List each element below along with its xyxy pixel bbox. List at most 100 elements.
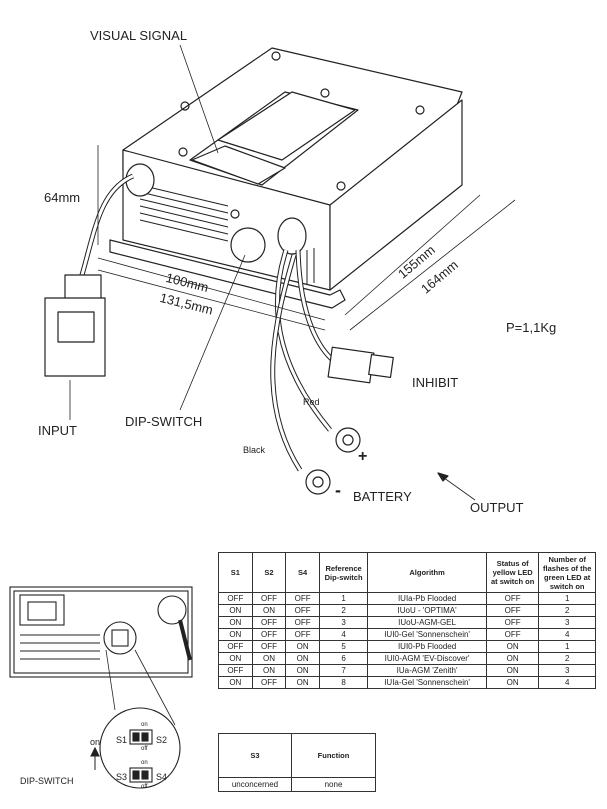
- visual-signal-label: VISUAL SIGNAL: [90, 28, 188, 43]
- screw: [180, 101, 190, 111]
- minus-label: -: [335, 480, 341, 500]
- dip-switch-zoom: [99, 707, 181, 789]
- output-leader: [439, 474, 476, 501]
- s1s2-on-label: on: [141, 722, 148, 728]
- s4-label: S4: [156, 772, 168, 782]
- cell: ON: [285, 676, 320, 689]
- dim-length: [344, 194, 481, 316]
- col-header: Function: [291, 733, 376, 778]
- col-header: S1: [218, 552, 253, 593]
- inhibit-label: INHIBIT: [412, 375, 459, 390]
- cell: ON: [485, 640, 540, 653]
- table-row: ON ON OFF 2 IUoU - 'OPTIMA' OFF 2: [218, 604, 596, 617]
- cell: ON: [218, 604, 253, 617]
- front-vents: [139, 184, 229, 242]
- cell: none: [291, 777, 376, 792]
- cell: IUI0-Gel 'Sonnenschein': [367, 628, 487, 641]
- table-row: unconcerned none: [218, 777, 376, 792]
- cell: OFF: [285, 616, 320, 629]
- cell: 2: [318, 604, 369, 617]
- s3s4-off-label: off: [141, 784, 148, 790]
- front-view-gland: [157, 595, 187, 625]
- cell: 1: [538, 592, 596, 605]
- algorithm-table: S1 S2 S4 Reference Dip-switch Algorithm …: [218, 552, 596, 689]
- s3-function-table: S3 Function unconcerned none: [218, 733, 376, 792]
- cell: ON: [218, 676, 253, 689]
- cell: IUIa-Gel 'Sonnenschein': [367, 676, 487, 689]
- table-row: ON OFF ON 8 IUIa-Gel 'Sonnenschein' ON 4: [218, 676, 596, 689]
- cell: OFF: [218, 664, 253, 677]
- cell: 5: [318, 640, 369, 653]
- dip-switch-port: [230, 227, 266, 263]
- cell: OFF: [285, 628, 320, 641]
- visual-signal-leader: [179, 44, 219, 154]
- dip-switch-label-2: DIP-SWITCH: [20, 776, 74, 786]
- table-row: OFF OFF ON 5 IUI0-Pb Flooded ON 1: [218, 640, 596, 653]
- battery-label: BATTERY: [353, 489, 412, 504]
- cell: OFF: [485, 604, 540, 617]
- col-header: Algorithm: [367, 552, 487, 593]
- dip-switch-label: DIP-SWITCH: [125, 414, 203, 429]
- col-header: Number of flashes of the green LED at sw…: [538, 552, 596, 593]
- cell: ON: [218, 652, 253, 665]
- cell: OFF: [285, 592, 320, 605]
- inhibit-connector: [327, 346, 375, 384]
- weight-label: P=1,1Kg: [506, 320, 557, 335]
- cell: OFF: [485, 628, 540, 641]
- screw: [230, 209, 240, 219]
- cell: ON: [251, 652, 287, 665]
- cell: 4: [538, 676, 596, 689]
- s1-label: S1: [116, 735, 128, 745]
- cell: OFF: [251, 616, 287, 629]
- cell: OFF: [251, 676, 287, 689]
- cell: ON: [251, 664, 287, 677]
- led-panel: [191, 145, 286, 185]
- cell: IUa-AGM 'Zenith': [367, 664, 487, 677]
- cell: ON: [285, 652, 320, 665]
- cell: ON: [218, 628, 253, 641]
- col-header: S2: [251, 552, 287, 593]
- front-view-vents: [20, 634, 100, 660]
- cell: ON: [485, 676, 540, 689]
- cell: 3: [318, 616, 369, 629]
- col-header: Reference Dip-switch: [318, 552, 369, 593]
- charger-side-face: [329, 99, 463, 291]
- cell: ON: [485, 652, 540, 665]
- front-view-dip-port: [103, 621, 137, 655]
- plus-label: +: [358, 448, 368, 465]
- front-view-iec-socket: [19, 594, 65, 626]
- display-screen: [217, 91, 356, 161]
- cell: ON: [251, 604, 287, 617]
- screw: [271, 51, 281, 61]
- cell: 1: [538, 640, 596, 653]
- cell: OFF: [218, 640, 253, 653]
- cell: ON: [485, 664, 540, 677]
- cell: IUI0-Pb Flooded: [367, 640, 487, 653]
- table-row: OFF OFF OFF 1 IUIa-Pb Flooded OFF 1: [218, 592, 596, 605]
- cell: 6: [318, 652, 369, 665]
- cell: IUoU-AGM-GEL: [367, 616, 487, 629]
- table-row: ON ON ON 6 IUI0-AGM 'EV-Discover' ON 2: [218, 652, 596, 665]
- cell: 1: [318, 592, 369, 605]
- cell: unconcerned: [218, 777, 292, 792]
- cell: IUI0-AGM 'EV-Discover': [367, 652, 487, 665]
- cell: OFF: [251, 628, 287, 641]
- input-label: INPUT: [38, 423, 77, 438]
- table-row: OFF ON ON 7 IUa-AGM 'Zenith' ON 3: [218, 664, 596, 677]
- cell: OFF: [251, 592, 287, 605]
- output-label: OUTPUT: [470, 500, 524, 515]
- table-header-row: S3 Function: [218, 733, 376, 778]
- red-ring-terminal: [335, 427, 361, 453]
- s1s2-off-label: off: [141, 746, 148, 752]
- col-header: S3: [218, 733, 292, 778]
- cell: IUoU - 'OPTIMA': [367, 604, 487, 617]
- iec-plug-sleeve: [64, 274, 102, 301]
- cell: 2: [538, 604, 596, 617]
- col-header: Status of yellow LED at switch on: [485, 552, 540, 593]
- cell: 4: [538, 628, 596, 641]
- cell: ON: [285, 640, 320, 653]
- cell: ON: [218, 616, 253, 629]
- cell: OFF: [485, 616, 540, 629]
- cell: OFF: [218, 592, 253, 605]
